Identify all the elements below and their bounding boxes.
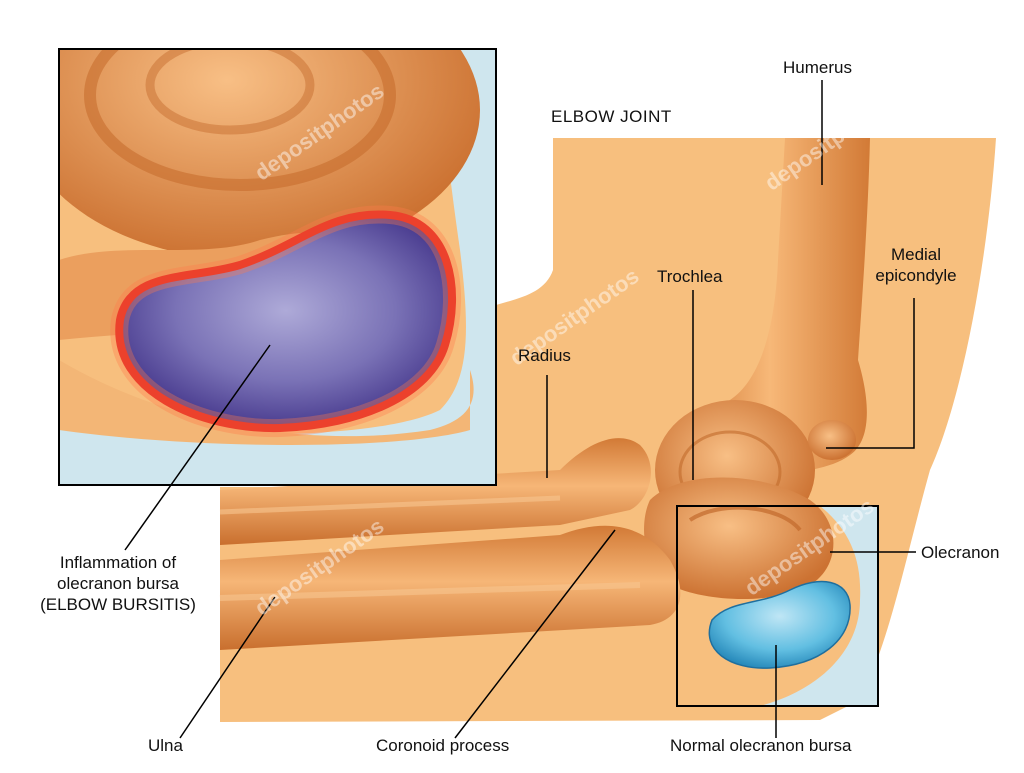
- magnification-frame: [676, 505, 879, 707]
- inflamed-bursa-shape: [115, 210, 457, 433]
- label-humerus: Humerus: [783, 58, 852, 77]
- diagram-title: ELBOW JOINT: [551, 107, 672, 126]
- label-inflammation-line3: (ELBOW BURSITIS): [40, 595, 196, 614]
- label-olecranon: Olecranon: [921, 543, 1000, 562]
- label-inflammation-line2: olecranon bursa: [57, 574, 179, 593]
- label-coronoid-process: Coronoid process: [376, 736, 510, 755]
- leader-lines: [124, 80, 916, 739]
- label-medial-epicondyle-line2: epicondyle: [875, 266, 957, 285]
- medial-epicondyle-bone: [808, 420, 856, 460]
- magnified-inset: [59, 49, 496, 485]
- humerus-bone: [687, 138, 870, 480]
- label-trochlea: Trochlea: [657, 267, 723, 286]
- normal-bursa-shape: [708, 580, 851, 669]
- label-normal-bursa: Normal olecranon bursa: [670, 736, 852, 755]
- label-inflammation-line1: Inflammation of: [59, 553, 177, 572]
- inset-frame: [58, 48, 497, 486]
- label-medial-epicondyle: Medial epicondyle: [868, 244, 964, 286]
- label-inflammation: Inflammation of olecranon bursa (ELBOW B…: [20, 552, 216, 615]
- olecranon-bone: [644, 477, 834, 600]
- joint-fluid-area: [760, 506, 878, 706]
- label-medial-epicondyle-line1: Medial: [890, 245, 942, 264]
- label-ulna: Ulna: [148, 736, 183, 755]
- radius-bone: [220, 438, 651, 545]
- label-radius: Radius: [518, 346, 571, 365]
